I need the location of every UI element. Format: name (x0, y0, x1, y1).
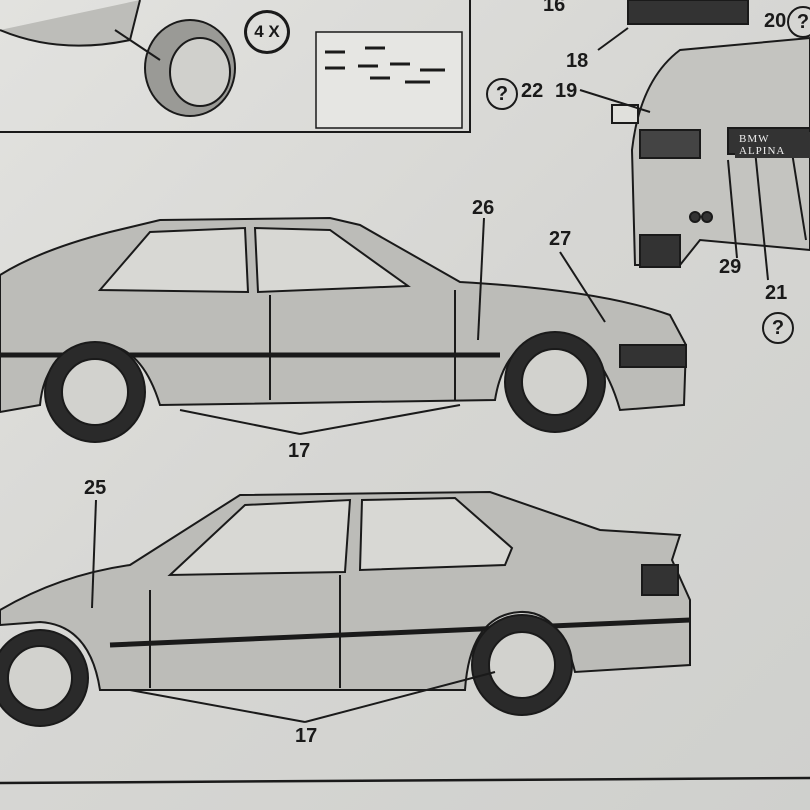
callout-27: 27 (549, 228, 572, 250)
decal-marks (325, 46, 445, 84)
callout-20: 20 (764, 10, 787, 32)
partial-car-front (0, 0, 141, 47)
rear-view-car (630, 36, 810, 266)
wheel-rim (169, 37, 231, 107)
callout-19: 19 (555, 80, 578, 102)
question-mark-icon: ? (762, 312, 794, 344)
callout-29: 29 (719, 256, 742, 278)
callout-21: 21 (765, 282, 788, 304)
rear-plate-text: BMW ALPINA (735, 132, 810, 158)
callout-16: 16 (543, 0, 566, 16)
bottom-border (0, 776, 810, 785)
callout-18: 18 (566, 50, 589, 72)
question-mark-icon: ? (486, 78, 518, 110)
quantity-badge: 4 X (244, 10, 290, 54)
callout-26: 26 (472, 197, 495, 219)
partial-car-top (627, 0, 749, 25)
callout-22: 22 (521, 80, 544, 102)
decal-panel-border (0, 0, 471, 133)
question-mark-icon: ? (787, 6, 810, 38)
callout-17-top: 17 (288, 440, 311, 462)
decal-sheet (315, 31, 463, 129)
callout-17-bottom: 17 (295, 725, 318, 747)
callout-25: 25 (84, 477, 107, 499)
